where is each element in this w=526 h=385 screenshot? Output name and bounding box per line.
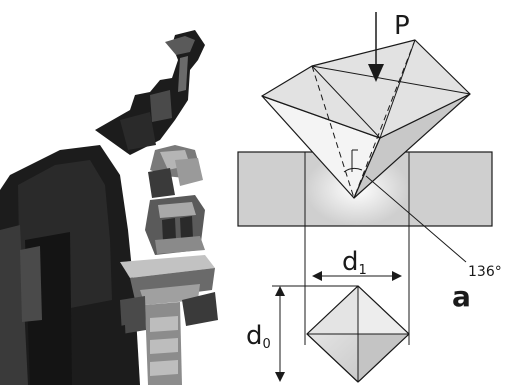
d0-dimension xyxy=(272,285,358,382)
angle-label: 136° xyxy=(468,264,502,280)
d1-dimension xyxy=(312,271,402,281)
panel-label: a xyxy=(452,280,471,313)
d1-label: d1 xyxy=(342,247,367,278)
vickers-indenter xyxy=(261,39,471,199)
indentation-imprint xyxy=(306,285,410,383)
hardness-tester-machine-icon xyxy=(0,30,218,385)
force-label: P xyxy=(394,11,410,41)
d0-label: d0 xyxy=(246,321,271,352)
angle-leader-line xyxy=(365,175,467,263)
load-arrow xyxy=(368,12,384,82)
